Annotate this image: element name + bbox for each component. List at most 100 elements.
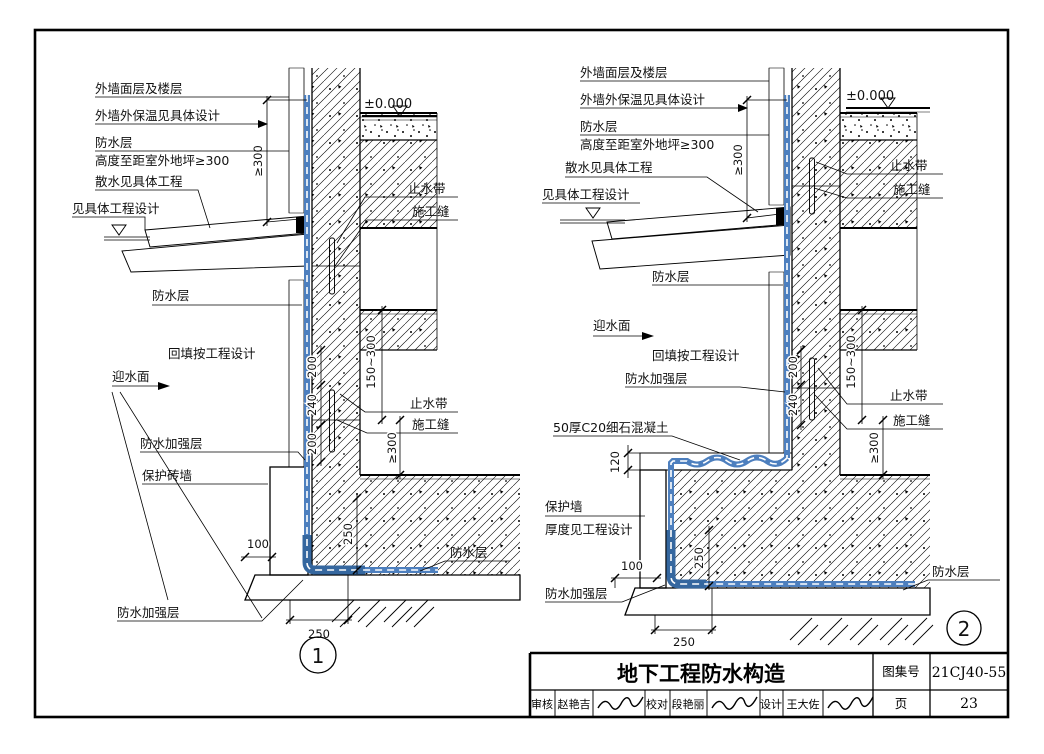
label-reinforce-bottom: 防水加强层 (545, 586, 608, 601)
label-joint: 施工缝 (893, 182, 931, 197)
label-thickness-note: 厚度见工程设计 (545, 522, 633, 537)
label-backfill: 回填按工程设计 (168, 346, 256, 361)
label-reinforce-mid: 防水加强层 (625, 371, 688, 386)
detail2-dim-150-300: 150~300 (843, 305, 867, 425)
leader-arrow-icon (738, 104, 748, 112)
detail2-apron-band2 (591, 224, 791, 270)
label-waterstop: 止水带 (408, 181, 446, 196)
label-waterstop: 止水带 (410, 396, 448, 411)
dim-text: ≥300 (867, 432, 881, 464)
detail2-dim-100: 100 (610, 558, 662, 588)
detail2-protect-wall-label: 保护墙 厚度见工程设计 (545, 499, 645, 537)
level-text: ±0.000 (846, 89, 894, 104)
detail2-wall-dims: 200 240 (785, 345, 806, 430)
detail1-joints (312, 237, 360, 453)
detail2-protection-wall (639, 469, 667, 589)
detail2-ground-level-marker (560, 207, 625, 224)
label-joint: 施工缝 (412, 417, 450, 432)
detail2-joint1-labels: 止水带 施工缝 (813, 158, 943, 199)
signature-scribble (711, 696, 758, 710)
detail2-level-marker: ±0.000 (846, 89, 930, 113)
title-block: 地下工程防水构造 图集号 21CJ40-55 页 23 审核 赵艳吉 校对 段艳… (528, 651, 1008, 717)
waterstop-bar (809, 157, 815, 215)
detail2-dim-250h: 250 (650, 588, 717, 651)
detail2-slab-lines (840, 112, 930, 476)
dim-text: ≥300 (731, 144, 745, 176)
label-wall-finish: 外墙面层及楼层 (95, 81, 183, 96)
detail2-water-face: 迎水面 (593, 318, 654, 340)
label-waterproof-bottom: 防水层 (450, 545, 488, 560)
atlas-number: 21CJ40-55 (932, 665, 1007, 681)
detail1-ground-slab (360, 113, 437, 140)
dim-text: 240 (786, 394, 800, 416)
label-water-face: 迎水面 (593, 318, 631, 333)
detail1-level-marker: ±0.000 (362, 97, 437, 121)
detail1-membrane-dash (306, 95, 438, 571)
detail1-dim-ge300-top: ≥300 (250, 95, 307, 227)
detail-number: 2 (958, 617, 971, 641)
detail1-slope-leaders (111, 391, 263, 619)
detail2-apron-band1 (606, 206, 791, 240)
detail1-dim-250v: 250 (340, 493, 362, 575)
page-number: 23 (960, 696, 978, 712)
detail2-ground-slab (840, 113, 917, 140)
label-insulation: 外墙外保温见具体设计 (580, 92, 705, 107)
level-text: ±0.000 (364, 97, 412, 112)
detail1-hatched-concrete (312, 68, 520, 575)
level-triangle-icon (392, 105, 408, 117)
label-reinforce-mid: 防水加强层 (140, 436, 203, 451)
sheet-title: 地下工程防水构造 (617, 662, 786, 686)
signature-scribble (597, 696, 644, 710)
waterstop-bar (329, 389, 335, 453)
detail1-insulation-upper (288, 67, 305, 214)
designer-name: 王大佐 (787, 697, 820, 711)
atlas-label: 图集号 (882, 664, 920, 679)
level-triangle-icon (585, 207, 601, 219)
dim-text: 150~300 (364, 335, 378, 389)
design-label: 设计 (760, 698, 782, 711)
detail1-dim-100: 100 (240, 536, 277, 562)
leader-arrow-icon (258, 120, 268, 128)
check-label: 校对 (646, 697, 668, 711)
label-protect-wall: 保护墙 (545, 499, 583, 514)
page-label: 页 (895, 696, 908, 711)
label-water-face: 迎水面 (112, 369, 150, 384)
checker-name: 段艳丽 (672, 697, 705, 711)
dim-text: 150~300 (844, 335, 858, 389)
label-waterproof-bottom: 防水层 (932, 564, 970, 579)
detail1-joint2-labels: 止水带 施工缝 (336, 393, 458, 434)
dim-text: 100 (621, 559, 643, 573)
waterstop-bar (329, 237, 335, 295)
dim-text: 250 (692, 547, 706, 569)
label-waterstop: 止水带 (890, 388, 928, 403)
label-per-project: 见具体工程设计 (542, 187, 630, 202)
detail2-number-bubble: 2 (946, 610, 982, 646)
detail2-dim-ge300-top: ≥300 (730, 95, 787, 223)
dim-text: 120 (608, 451, 622, 473)
dim-text: ≥300 (251, 145, 265, 177)
label-joint: 施工缝 (893, 413, 931, 428)
level-triangle-icon (111, 224, 127, 236)
detail2-insulation-upper (768, 67, 785, 206)
label-insulation: 外墙外保温见具体设计 (95, 108, 220, 123)
label-apron: 散水见具体工程 (565, 160, 653, 175)
reviewer-name: 赵艳吉 (558, 697, 591, 711)
arrow-right-icon (158, 382, 170, 390)
detail2-dim-120: 120 (607, 445, 640, 478)
review-label: 审核 (531, 697, 553, 711)
detail1-dim-ge300-bottom: ≥300 (384, 415, 405, 480)
detail1-insulation-lower (288, 279, 305, 468)
label-wall-finish: 外墙面层及楼层 (580, 65, 668, 80)
label-waterstop: 止水带 (890, 158, 928, 173)
detail2-joints (792, 157, 840, 421)
detail-2: ±0.000 ≥300 外墙面层及楼层 外墙外保温见具体设计 防水层 高度至距室… (542, 65, 1000, 651)
label-waterproof-top: 防水层 (95, 135, 133, 150)
dim-text: 250 (341, 523, 355, 545)
detail2-insulation-lower (768, 271, 785, 454)
detail2-labels-top: 外墙面层及楼层 外墙外保温见具体设计 防水层 高度至距室外地坪≥300 散水见具… (542, 65, 769, 213)
level-triangle-icon (880, 97, 896, 109)
dim-text: 200 (305, 356, 319, 378)
label-waterproof-mid: 防水层 (152, 288, 190, 303)
